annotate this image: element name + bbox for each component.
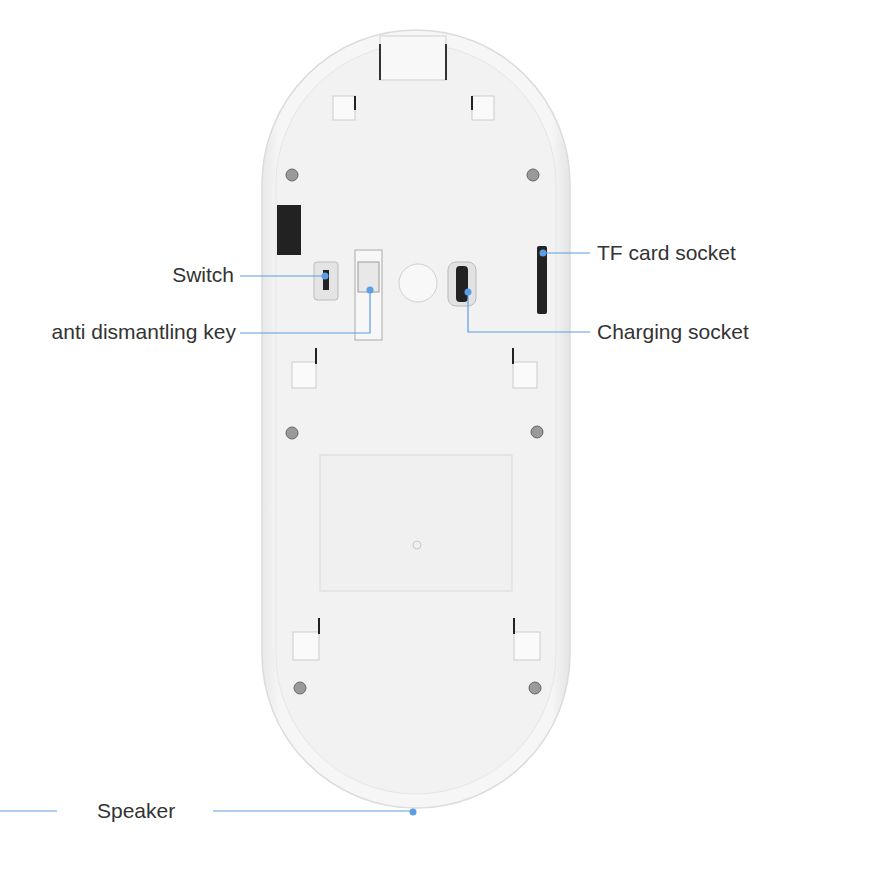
battery-cover	[320, 455, 512, 591]
leader-dots	[322, 250, 547, 816]
callout-label: TF card socket	[597, 240, 736, 265]
housing-inner	[276, 44, 556, 794]
leader-lines	[0, 253, 590, 811]
cover-mark	[413, 541, 421, 549]
slot	[277, 205, 301, 255]
callout-label: anti dismantling key	[52, 319, 236, 344]
charging-socket-part	[448, 262, 476, 306]
button	[399, 264, 437, 302]
housing	[262, 30, 570, 808]
callout-label: Speaker	[97, 798, 175, 823]
switch-part	[314, 262, 338, 300]
mount-clips	[292, 96, 540, 660]
screws	[286, 169, 543, 694]
tf-slot	[537, 246, 547, 314]
anti-dismantling-key-part	[355, 250, 382, 340]
callout-label: Switch	[172, 262, 234, 287]
top-tab	[380, 36, 446, 80]
callout-label: Charging socket	[597, 319, 749, 344]
